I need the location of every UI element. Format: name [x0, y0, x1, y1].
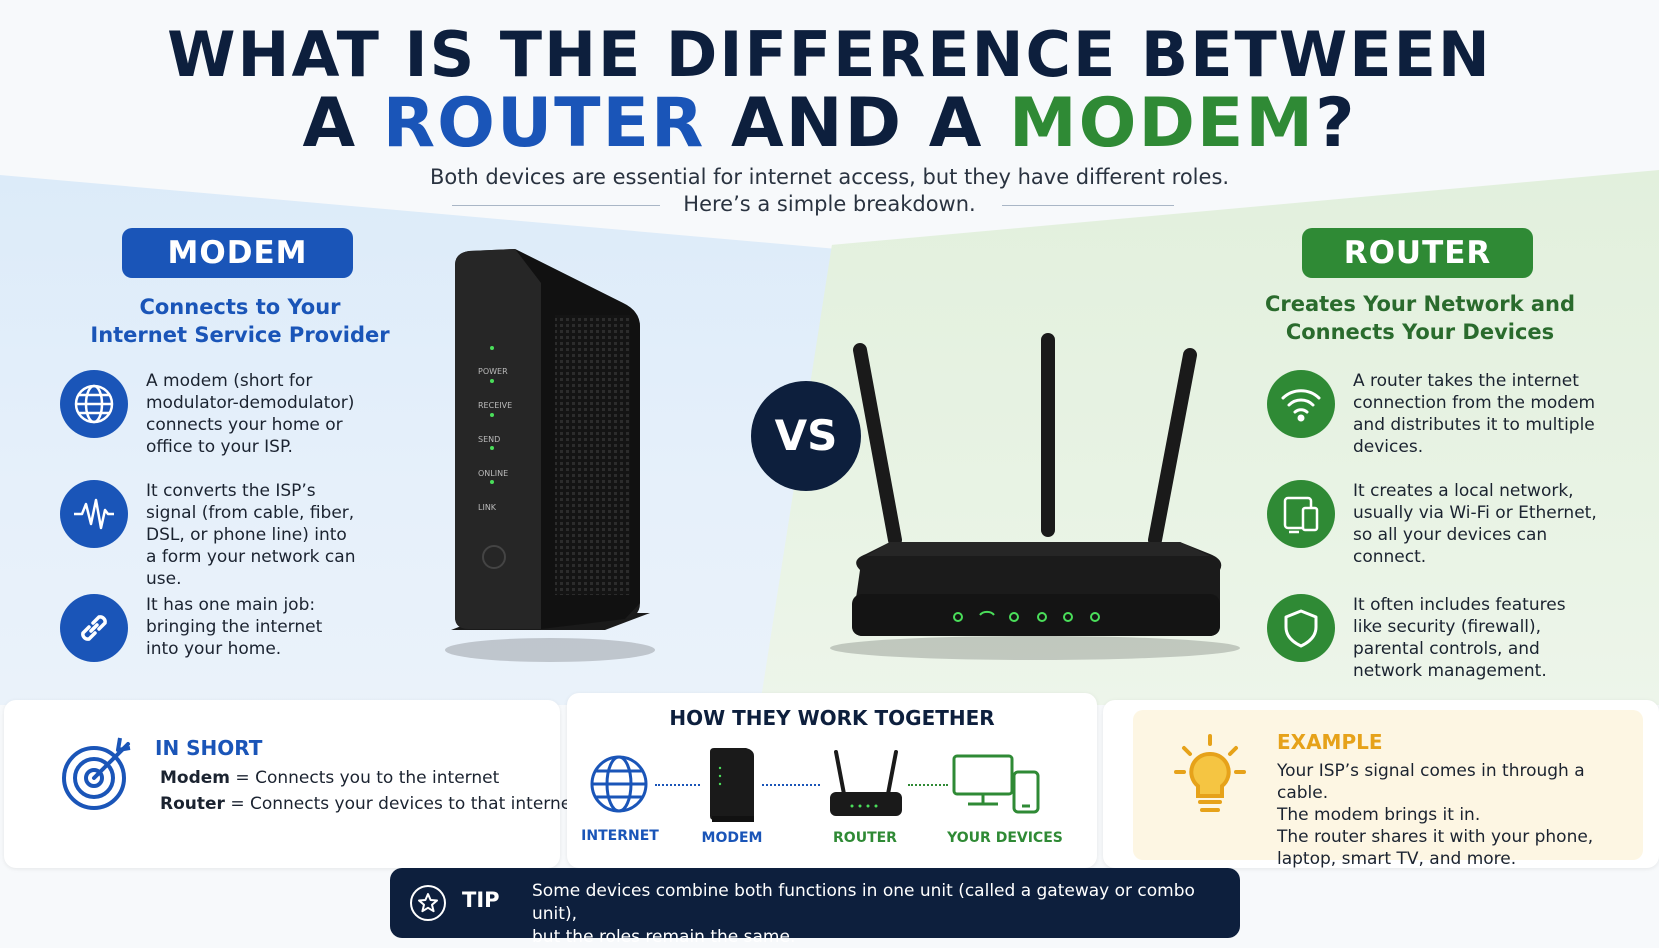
flow-connector — [908, 784, 948, 786]
shield-icon — [1267, 594, 1335, 662]
modem-feature-text: It converts the ISP’s signal (from cable… — [146, 481, 356, 589]
title-word: AND A — [705, 84, 1010, 163]
subtitle-line-1: Both devices are essential for internet … — [429, 165, 1230, 189]
modem-feature-1: A modem (short for modulator-demodulator… — [60, 370, 356, 458]
signal-wave-icon — [60, 480, 128, 548]
title-question-mark: ? — [1315, 84, 1357, 163]
tip-text: Some devices combine both functions in o… — [532, 880, 1240, 948]
tip-label: TIP — [462, 888, 500, 912]
modem-led-labels: POWER RECEIVE SEND ONLINE LINK — [478, 355, 512, 525]
page-title-line-2: A ROUTER AND A MODEM? — [0, 84, 1659, 163]
subtitle-divider-right — [1002, 205, 1174, 206]
flow-label: ROUTER — [833, 830, 897, 846]
router-device-illustration — [820, 330, 1250, 669]
example-line: Your ISP’s signal comes in through a cab… — [1277, 761, 1585, 803]
router-feature-text: It creates a local network, usually via … — [1353, 481, 1597, 567]
target-icon — [58, 732, 140, 818]
devices-icon — [1267, 480, 1335, 548]
how-they-work-title: HOW THEY WORK TOGETHER — [669, 706, 995, 730]
in-short-definition: = Connects you to the internet — [230, 768, 500, 788]
modem-feature-2: It converts the ISP’s signal (from cable… — [60, 480, 356, 590]
in-short-modem-line: Modem = Connects you to the internet — [160, 768, 499, 788]
in-short-definition: = Connects your devices to that internet — [224, 794, 578, 814]
modem-led-label: LINK — [478, 503, 497, 512]
modem-feature-text: A modem (short for modulator-demodulator… — [146, 371, 355, 457]
in-short-title: IN SHORT — [155, 736, 263, 760]
flow-globe-icon — [588, 753, 650, 819]
router-heading: Creates Your Network and Connects Your D… — [1264, 292, 1576, 344]
title-modem-word: MODEM — [1009, 84, 1316, 163]
router-feature-3: It often includes features like security… — [1267, 594, 1598, 682]
modem-heading: Connects to Your Internet Service Provid… — [90, 295, 390, 347]
example-title: EXAMPLE — [1277, 730, 1383, 754]
vs-badge: VS — [751, 381, 861, 491]
subtitle-divider-left — [452, 205, 660, 206]
flow-label: MODEM — [701, 830, 763, 846]
router-feature-text: A router takes the internet connection f… — [1353, 371, 1596, 457]
flow-router-icon — [826, 748, 906, 824]
how-they-work-card — [567, 693, 1097, 868]
tip-banner: TIP Some devices combine both functions … — [390, 868, 1240, 947]
subtitle-line-2: Here’s a simple breakdown. — [683, 192, 976, 216]
modem-led-label: POWER — [478, 367, 508, 376]
title-router-word: ROUTER — [382, 84, 706, 163]
example-text: Your ISP’s signal comes in through a cab… — [1277, 760, 1617, 870]
router-label-pill: ROUTER — [1302, 228, 1533, 278]
title-word: A — [302, 84, 383, 163]
star-icon — [410, 885, 446, 921]
modem-label-pill: MODEM — [122, 228, 353, 278]
page-title-line-1: WHAT IS THE DIFFERENCE BETWEEN — [167, 18, 1492, 91]
link-icon — [60, 594, 128, 662]
flow-devices-icon — [950, 752, 1042, 822]
tip-line: Some devices combine both functions in o… — [532, 881, 1195, 924]
flow-modem-icon — [706, 746, 758, 828]
router-feature-2: It creates a local network, usually via … — [1267, 480, 1598, 568]
example-line: The router shares it with your phone, — [1277, 827, 1594, 847]
flow-connector — [655, 784, 700, 786]
tip-line: but the roles remain the same. — [532, 927, 796, 947]
modem-led-label: ONLINE — [478, 469, 509, 478]
flow-label: YOUR DEVICES — [947, 830, 1063, 846]
flow-connector — [762, 784, 820, 786]
example-line: The modem brings it in. — [1277, 805, 1481, 825]
flow-label: INTERNET — [581, 828, 659, 844]
lightbulb-icon — [1170, 730, 1250, 824]
in-short-router-line: Router = Connects your devices to that i… — [160, 794, 578, 814]
wifi-icon — [1267, 370, 1335, 438]
modem-feature-3: It has one main job: bringing the intern… — [60, 594, 356, 662]
router-feature-text: It often includes features like security… — [1353, 595, 1566, 681]
example-line: laptop, smart TV, and more. — [1277, 849, 1517, 869]
globe-icon — [60, 370, 128, 438]
modem-led-label: RECEIVE — [478, 401, 513, 410]
router-feature-1: A router takes the internet connection f… — [1267, 370, 1598, 458]
modem-led-label: SEND — [478, 435, 501, 444]
in-short-term: Modem — [160, 768, 231, 788]
in-short-term: Router — [160, 794, 225, 814]
modem-feature-text: It has one main job: bringing the intern… — [146, 595, 323, 659]
modem-device-illustration — [445, 245, 660, 669]
